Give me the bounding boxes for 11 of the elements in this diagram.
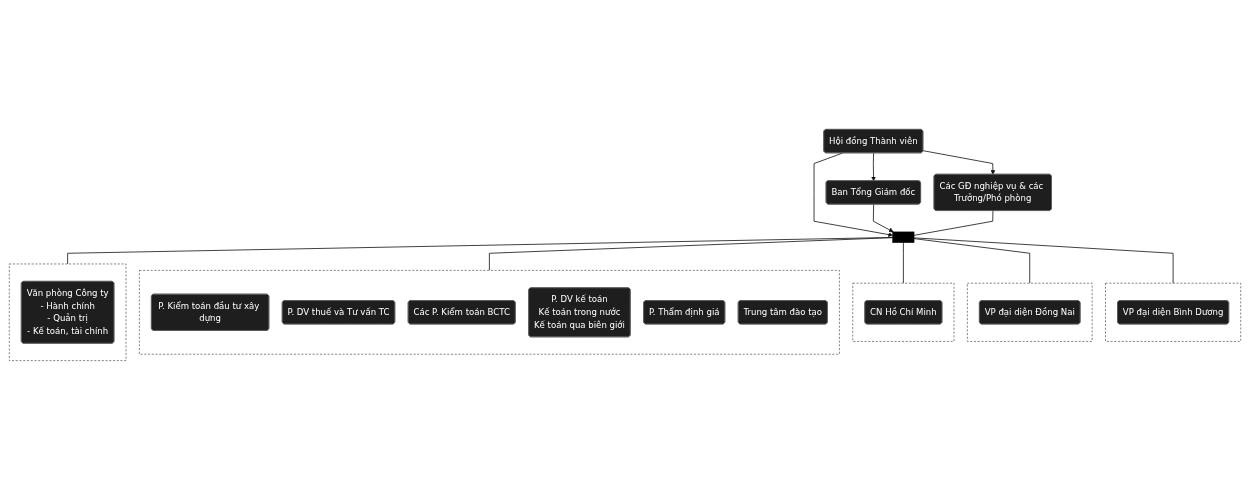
cluster xyxy=(139,270,840,355)
connector xyxy=(489,237,894,271)
node-bar xyxy=(892,231,915,243)
connector xyxy=(913,237,1174,284)
cluster xyxy=(852,282,955,342)
connector xyxy=(913,238,1031,284)
cluster xyxy=(1105,282,1242,342)
connector xyxy=(913,210,994,236)
cluster xyxy=(8,263,127,361)
connector xyxy=(903,242,904,284)
cluster xyxy=(967,282,1093,342)
